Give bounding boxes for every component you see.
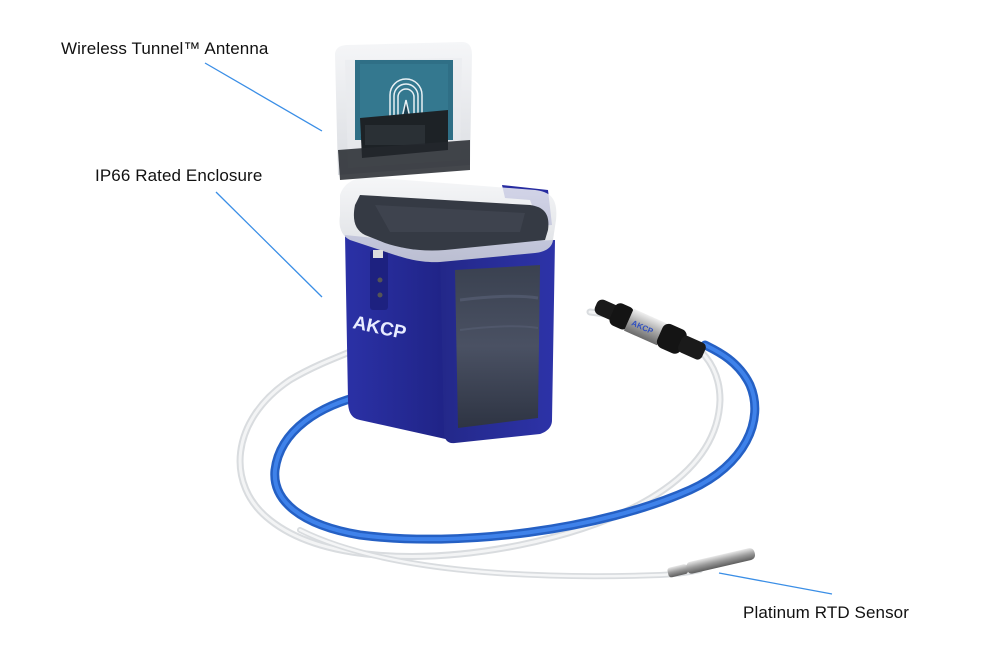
inline-cable-connector: AKCP [594,299,706,360]
callout-line-enclosure [215,191,323,298]
label-ip66-rated-enclosure: IP66 Rated Enclosure [95,166,263,185]
wireless-tunnel-antenna [335,42,472,180]
rtd-sensor-probe [667,548,756,578]
callout-line-antenna [204,62,323,132]
label-wireless-tunnel-antenna: Wireless Tunnel™ Antenna [61,39,269,58]
blue-cable [270,340,760,544]
callout-line-sensor [718,572,833,595]
tunnel-antenna-symbol-icon [389,78,423,119]
label-platinum-rtd-sensor: Platinum RTD Sensor [743,603,909,622]
callout-lines [204,62,833,595]
ip66-enclosure: AKCP [339,177,557,444]
